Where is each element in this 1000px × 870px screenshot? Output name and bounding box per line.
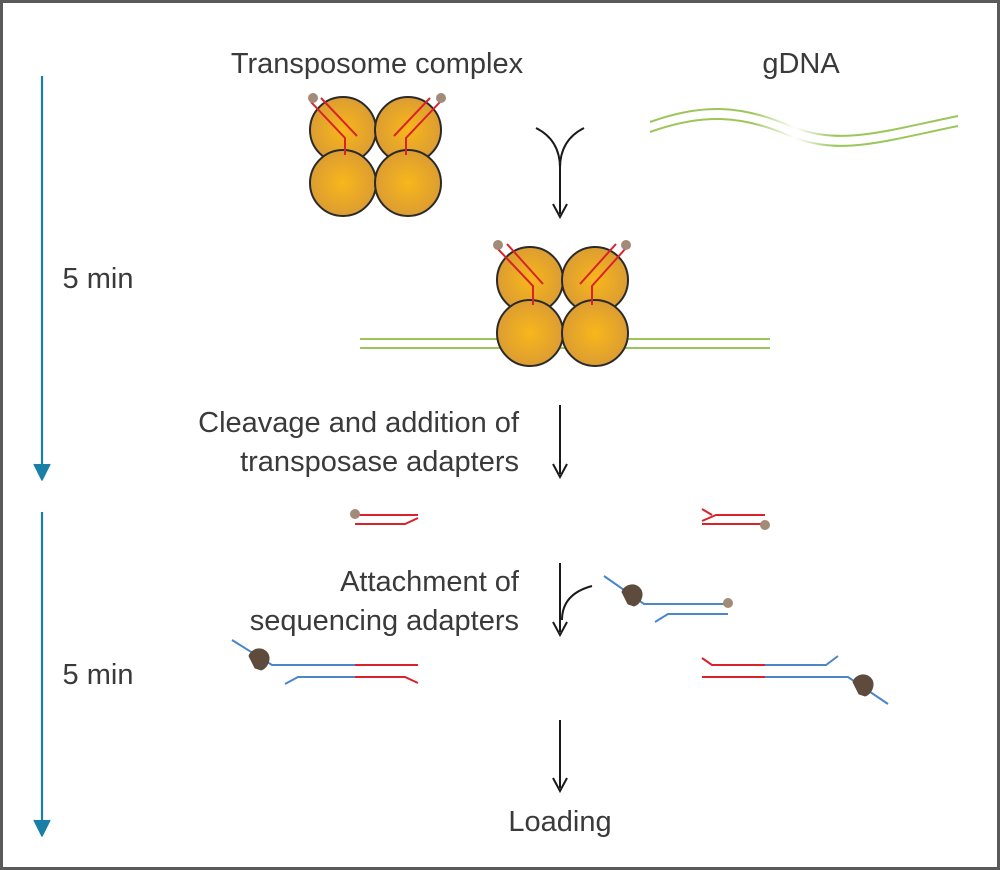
timeline-arrow-step1 — [33, 76, 51, 481]
gdna-label: gDNA — [762, 48, 840, 80]
bound-complex — [310, 240, 820, 367]
attachment-label-line1: Attachment of — [340, 566, 520, 598]
transposome-complex — [308, 93, 446, 217]
final-fragment — [231, 639, 889, 705]
merge-arrow — [535, 127, 585, 220]
time-label-step1: 5 min — [63, 263, 134, 295]
cleavage-label-line1: Cleavage and addition of — [198, 407, 520, 439]
attachment-label-line2: sequencing adapters — [250, 605, 519, 637]
time-label-step2: 5 min — [63, 659, 134, 691]
gdna-strand — [649, 107, 959, 147]
cleavage-label-line2: transposase adapters — [240, 446, 519, 478]
loading-arrow — [552, 720, 568, 794]
sequencing-adapter — [603, 575, 733, 623]
tagmented-fragment — [350, 508, 770, 530]
timeline-arrow-step2 — [33, 512, 51, 837]
loading-label: Loading — [508, 806, 611, 838]
attachment-arrow — [552, 563, 593, 638]
cleavage-arrow — [552, 405, 568, 480]
transposome-complex-label: Transposome complex — [231, 48, 524, 80]
